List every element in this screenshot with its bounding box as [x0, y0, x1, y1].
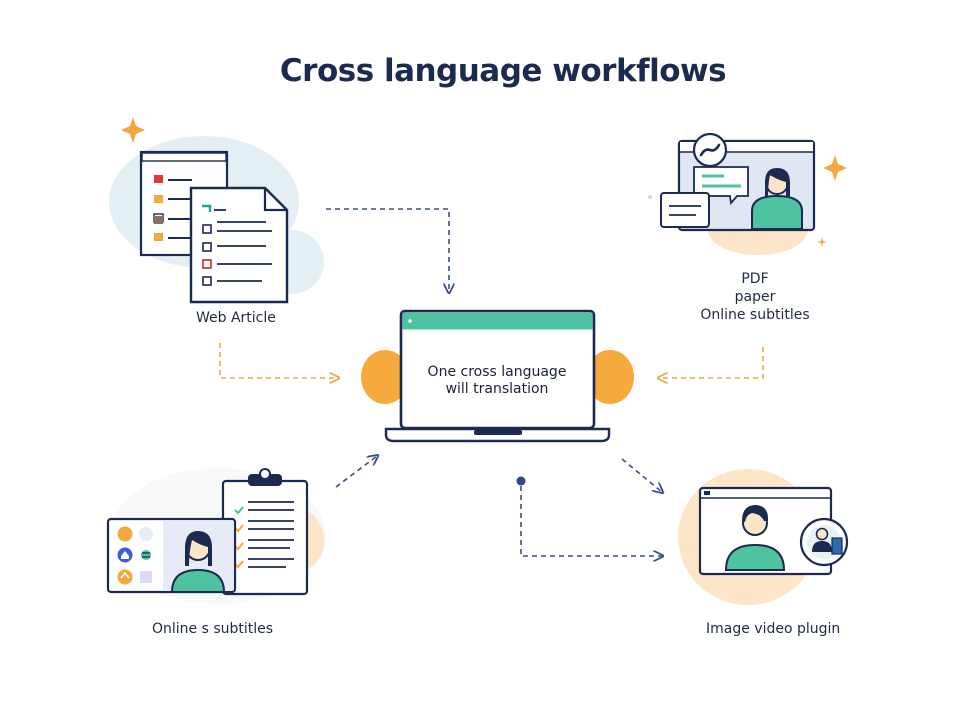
laptop-left-blob	[361, 350, 409, 404]
connector-bottom-right-diag	[621, 458, 662, 492]
web-article-label: Web Article	[196, 310, 276, 326]
pdf-label-line-1: PDF	[741, 271, 769, 287]
sparkle-small-icon	[817, 237, 827, 247]
pdf-paper-label: PDF paper Online subtitles	[680, 270, 830, 324]
connector-bottom-left	[335, 456, 377, 488]
subtitles-illustration	[106, 468, 326, 604]
connector-right	[659, 347, 764, 378]
laptop-node	[361, 309, 634, 443]
sparkle-icon	[823, 155, 847, 181]
pdf-paper-illustration	[648, 132, 847, 255]
connectors	[219, 208, 764, 556]
connector-bottom-right	[520, 486, 662, 556]
caption-card	[660, 192, 710, 228]
web-article-illustration	[109, 117, 324, 304]
laptop-line-1: One cross language	[427, 364, 567, 380]
connector-left	[219, 343, 338, 378]
sparkle-icon	[121, 117, 145, 143]
document-front	[189, 186, 289, 304]
diagram-title: Cross language workflows	[279, 53, 727, 89]
pdf-label-line-3: Online subtitles	[700, 307, 810, 323]
laptop-right-blob	[586, 350, 634, 404]
online-subtitles-label: Online s subtitles	[152, 621, 274, 637]
image-video-plugin-illustration	[678, 469, 849, 605]
laptop-screen-text: One cross language will translation	[402, 364, 592, 398]
image-video-plugin-label: Image video plugin	[706, 621, 841, 637]
laptop-line-2: will translation	[445, 381, 549, 397]
connector-start-dot	[516, 476, 526, 486]
pdf-label-line-2: paper	[734, 289, 776, 305]
laptop-title-bar	[402, 312, 593, 330]
connector-top-left	[326, 208, 449, 292]
